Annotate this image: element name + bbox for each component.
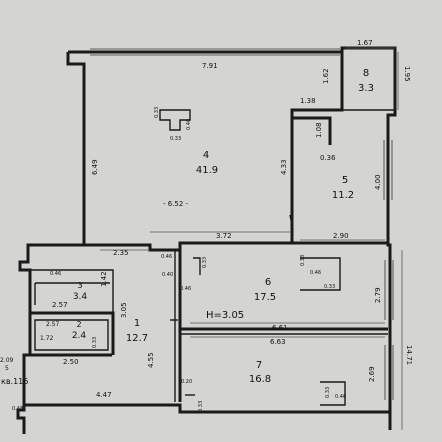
dim-4-47: 4.47 — [96, 391, 112, 399]
dim-2-79: 2.79 — [374, 287, 382, 303]
room-label-8: 8 3.3 — [358, 68, 374, 94]
dim-1-67: 1.67 — [357, 39, 373, 47]
dim-0-40: 0.40 — [162, 272, 173, 278]
dim-0-46e: 0.46 — [335, 394, 346, 400]
dim-0-33c: 0.33 — [300, 255, 306, 266]
interior-walls — [30, 52, 395, 406]
dim-1-62: 1.62 — [322, 68, 330, 84]
dim-6-52: - 6.52 - — [163, 200, 189, 208]
room-number-6: 6 — [265, 277, 271, 288]
dim-1-38: 1.38 — [300, 97, 316, 105]
room-number-1: 1 — [134, 318, 140, 329]
dim-0-5: 5 — [5, 365, 9, 372]
dim-3-05: 3.05 — [120, 302, 128, 318]
dim-0-46a: 0.46 — [186, 119, 192, 130]
dim-0-46c: 0.46 — [161, 254, 172, 260]
apartment-label: кв.116 — [1, 377, 28, 386]
room-area-3: 3.4 — [73, 292, 88, 302]
room-number-3: 3 — [77, 281, 82, 290]
dim-1-08: 1.08 — [315, 122, 323, 138]
room-label-1: 1 12.7 — [126, 318, 148, 344]
dim-0-48: 0.48 — [12, 406, 23, 412]
dim-4-33: 4.33 — [280, 159, 288, 175]
room-area-8: 3.3 — [358, 83, 374, 94]
dim-0-36: 0.36 — [320, 154, 336, 162]
dim-6-63: 6.63 — [270, 338, 286, 346]
dimension-lines — [100, 47, 403, 430]
room-area-5: 11.2 — [332, 190, 354, 201]
room-area-1: 12.7 — [126, 333, 148, 344]
room-area-6: 17.5 — [254, 292, 276, 303]
ceiling-height-label: H=3.05 — [206, 310, 244, 321]
room-area-2: 2.4 — [72, 331, 87, 341]
dim-1-72: 1.72 — [40, 335, 54, 342]
windows — [90, 48, 394, 400]
dim-0-46f: 0.46 — [180, 286, 191, 292]
dim-2-69: 2.69 — [368, 366, 376, 382]
dim-0-20: 0.20 — [181, 379, 192, 385]
dim-14-71: 14.71 — [405, 345, 413, 365]
dim-0-33g: 0.33 — [325, 387, 331, 398]
dim-2-35: 2.35 — [113, 249, 129, 257]
dim-0-46b: 0.46 — [310, 270, 321, 276]
dim-2-57a: 2.57 — [52, 301, 68, 309]
dim-7-91: 7.91 — [202, 62, 218, 70]
dim-2-57b: 2.57 — [46, 321, 60, 328]
room-number-7: 7 — [256, 360, 262, 371]
dim-0-33d: 0.33 — [324, 284, 335, 290]
dim-2-90: 2.90 — [333, 232, 349, 240]
room-number-5: 5 — [342, 175, 348, 186]
room-area-7: 16.8 — [249, 374, 271, 385]
room-label-6: 6 17.5 — [254, 277, 276, 303]
dim-1-95: 1.95 — [403, 66, 411, 82]
room-label-2: 2 2.4 — [72, 320, 87, 341]
room-number-8: 8 — [363, 68, 369, 79]
dim-2-50: 2.50 — [63, 358, 79, 366]
room-label-7: 7 16.8 — [249, 360, 271, 385]
room-label-3: 3 3.4 — [73, 281, 88, 302]
room-label-5: 5 11.2 — [332, 175, 354, 201]
dim-0-33e: 0.33 — [202, 257, 208, 268]
room-label-4: 4 41.9 — [196, 150, 218, 176]
dim-2-09: 2.09 — [0, 357, 14, 364]
dim-0-33a: 0.33 — [170, 136, 181, 142]
dim-0-33f: 0.33 — [92, 337, 98, 348]
dim-0-46d: 0.46 — [50, 271, 61, 277]
dim-1-42: 1.42 — [100, 271, 108, 287]
dim-4-55: 4.55 — [147, 352, 155, 368]
dim-6-61: 6.61 — [272, 324, 288, 332]
room-area-4: 41.9 — [196, 165, 218, 176]
dim-0-33h: 0.33 — [198, 401, 204, 412]
dim-0-33b: 0.33 — [154, 107, 160, 118]
room-number-4: 4 — [203, 150, 209, 161]
dim-3-72: 3.72 — [216, 232, 232, 240]
dim-6-49: 6.49 — [91, 159, 99, 175]
room-number-2: 2 — [76, 320, 81, 329]
dimension-labels: 1.67 7.91 1.62 1.95 1.38 6.49 1.08 0.36 … — [0, 39, 413, 412]
dim-4-00: 4.00 — [374, 174, 382, 190]
